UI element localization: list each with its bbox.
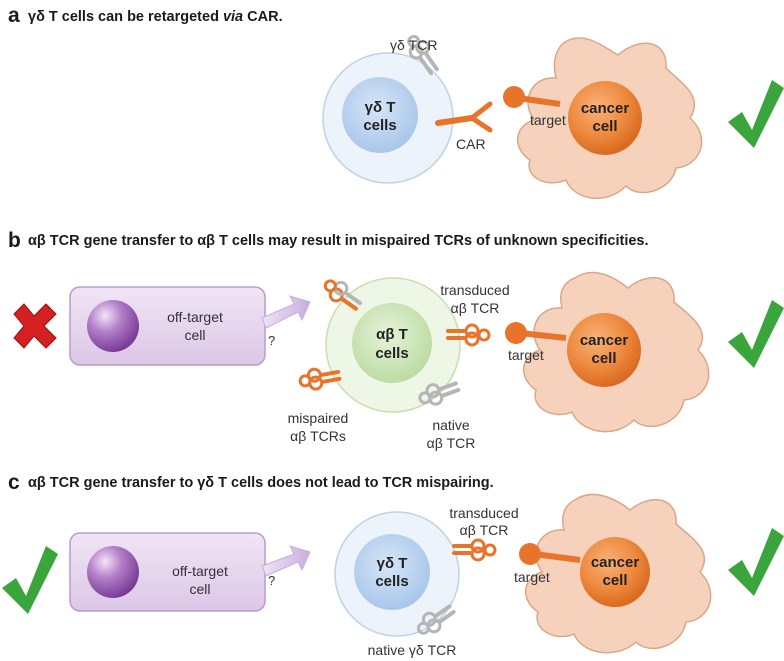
gd-tcr-receptor-icon xyxy=(407,34,439,76)
panel-a-letter: a xyxy=(8,4,20,27)
gd-t-cell-c-label-line1: γδ T xyxy=(377,555,408,572)
cancer-cell-c-label-line1: cancer xyxy=(591,554,640,571)
mispaired-label-line1: mispaired xyxy=(288,410,349,426)
panel-b: b αβ TCR gene transfer to αβ T cells may… xyxy=(8,229,784,451)
target-antigen-icon-c xyxy=(519,543,581,565)
ab-t-cell: αβ T cells xyxy=(325,277,461,413)
cancer-cell-b-label-line2: cell xyxy=(591,350,616,367)
check-mark-icon xyxy=(728,80,784,148)
cancer-cell-b-label-line1: cancer xyxy=(580,332,629,349)
panel-a: a γδ T cells can be retargeted via CAR. … xyxy=(8,4,784,200)
gd-tcr-label: γδ TCR xyxy=(390,37,437,53)
gd-t-cell-c: γδ T cells xyxy=(334,511,460,637)
gd-t-cell-label-line2: cells xyxy=(363,117,396,134)
mispaired-label-line2: αβ TCRs xyxy=(290,428,346,444)
panel-b-title: αβ TCR gene transfer to αβ T cells may r… xyxy=(28,233,649,249)
cancer-cell-c: cancer cell xyxy=(524,493,712,654)
target-label-c: target xyxy=(514,569,550,585)
transduced-ab-tcr-icon-b xyxy=(446,323,491,347)
cancer-cell-b: cancer cell xyxy=(522,271,710,433)
panel-c-letter: c xyxy=(8,471,20,494)
question-mark-b: ? xyxy=(268,333,275,348)
mispaired-tcr-icon-top xyxy=(323,279,362,311)
gd-t-cell: γδ T cells xyxy=(322,52,454,184)
transduced-ab-tcr-icon-c xyxy=(452,538,497,562)
off-target-b-label-line1: off-target xyxy=(167,309,223,325)
native-ab-label-line2: αβ TCR xyxy=(427,435,476,451)
off-target-arrow-b xyxy=(261,295,311,329)
off-target-b-label-line2: cell xyxy=(184,327,205,343)
off-target-cell-c: off-target cell xyxy=(69,532,266,612)
target-antigen-icon xyxy=(503,86,561,108)
off-target-arrow-c xyxy=(261,545,311,577)
transduced-b-label-line2: αβ TCR xyxy=(451,300,500,316)
cross-mark-icon xyxy=(13,303,57,349)
off-target-cell-b: off-target cell xyxy=(69,286,266,366)
transduced-b-label-line1: transduced xyxy=(440,282,509,298)
panel-c-title: αβ TCR gene transfer to γδ T cells does … xyxy=(28,475,494,491)
check-mark-icon-b xyxy=(728,300,784,368)
check-mark-icon-c-right xyxy=(728,528,784,596)
native-gd-tcr-icon xyxy=(416,604,456,635)
transduced-c-label-line1: transduced xyxy=(449,505,518,521)
cancer-cell-c-label-line2: cell xyxy=(602,572,627,589)
panel-c: c αβ TCR gene transfer to γδ T cells doe… xyxy=(2,471,784,658)
target-label-a: target xyxy=(530,112,566,128)
native-ab-label-line1: native xyxy=(432,417,470,433)
cancer-cell-a: cancer cell xyxy=(516,37,703,200)
transduced-c-label-line2: αβ TCR xyxy=(460,522,509,538)
ab-t-cell-label-line2: cells xyxy=(375,345,408,362)
ab-t-cell-label-line1: αβ T xyxy=(376,326,408,343)
panel-a-title: γδ T cells can be retargeted via CAR. xyxy=(28,9,283,25)
native-ab-tcr-icon xyxy=(418,381,461,406)
cancer-cell-a-label-line2: cell xyxy=(592,118,617,135)
check-mark-icon-c-left xyxy=(2,546,58,614)
mispaired-tcr-icon-bottom xyxy=(298,367,342,391)
car-receptor-icon xyxy=(435,101,493,133)
off-target-c-label-line1: off-target xyxy=(172,563,228,579)
panel-b-letter: b xyxy=(8,229,21,252)
gd-t-cell-label-line1: γδ T xyxy=(365,99,396,116)
target-label-b: target xyxy=(508,347,544,363)
target-antigen-icon-b xyxy=(505,322,567,344)
off-target-c-label-line2: cell xyxy=(189,581,210,597)
cancer-cell-a-label-line1: cancer xyxy=(581,100,630,117)
car-label: CAR xyxy=(456,136,486,152)
question-mark-c: ? xyxy=(268,573,275,588)
native-gd-label: native γδ TCR xyxy=(368,642,457,658)
gd-t-cell-c-label-line2: cells xyxy=(375,573,408,590)
